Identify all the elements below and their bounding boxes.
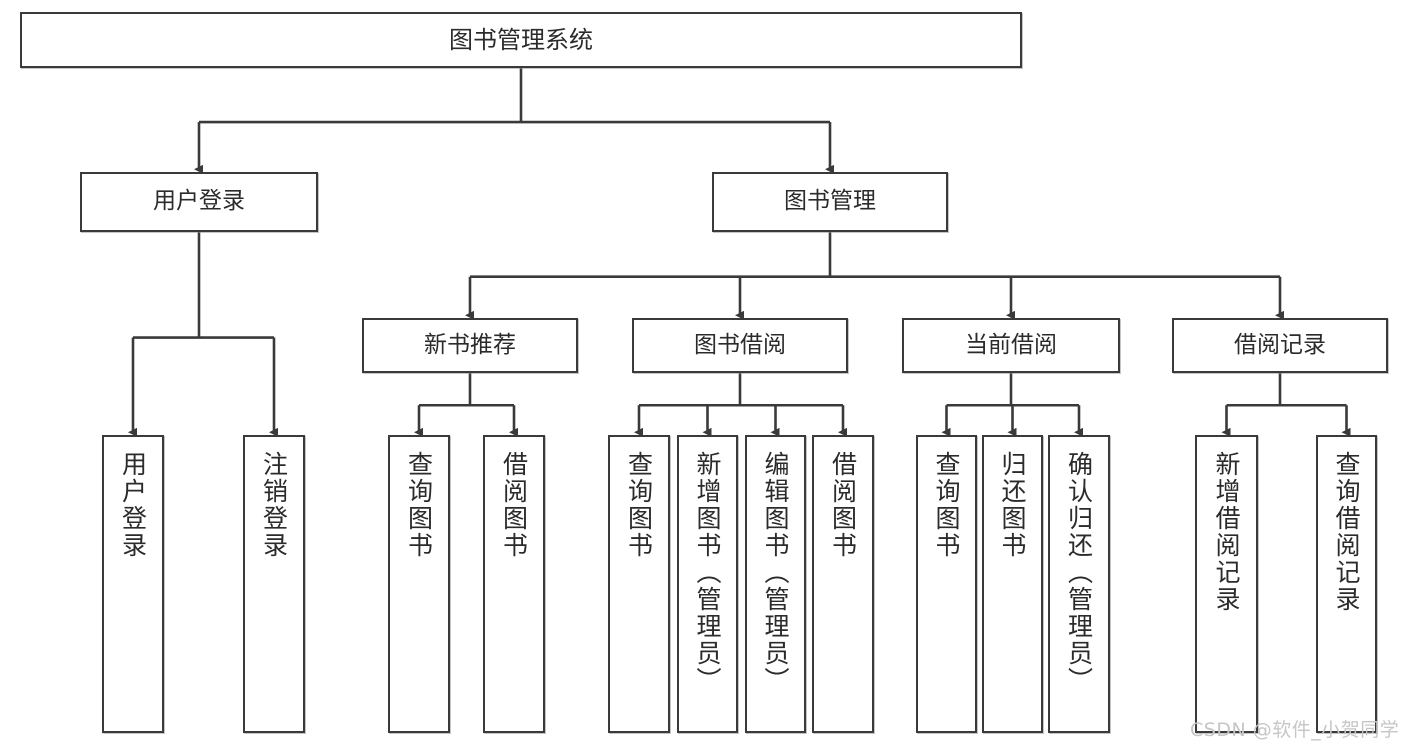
- node-label: 借阅记录: [1234, 331, 1326, 358]
- node-label: 编辑图书（管理员）: [761, 451, 790, 694]
- node-login[interactable]: 用户登录: [80, 172, 318, 232]
- node-current[interactable]: 当前借阅: [902, 318, 1120, 373]
- node-leaf-rec-2[interactable]: 查询借阅记录: [1316, 435, 1377, 733]
- node-borrow[interactable]: 图书借阅: [632, 318, 848, 373]
- node-root[interactable]: 图书管理系统: [20, 12, 1022, 68]
- node-leaf-bor-2[interactable]: 新增图书（管理员）: [677, 435, 738, 733]
- watermark: CSDN @软件_小贺同学: [1190, 719, 1400, 741]
- node-label: 借阅图书: [828, 451, 858, 559]
- node-leaf-new-2[interactable]: 借阅图书: [483, 435, 545, 733]
- node-leaf-login-2[interactable]: 注销登录: [243, 435, 305, 733]
- node-label: 查询借阅记录: [1332, 451, 1361, 613]
- node-label: 图书管理: [784, 188, 876, 215]
- node-leaf-bor-1[interactable]: 查询图书: [608, 435, 670, 733]
- node-label: 用户登录: [118, 451, 148, 559]
- node-label: 确认归还（管理员）: [1064, 451, 1094, 694]
- node-label: 查询图书: [624, 451, 654, 559]
- node-label: 当前借阅: [965, 331, 1057, 358]
- node-label: 图书借阅: [694, 331, 786, 358]
- node-leaf-cur-1[interactable]: 查询图书: [916, 435, 977, 733]
- node-leaf-cur-3[interactable]: 确认归还（管理员）: [1048, 435, 1110, 733]
- node-label: 归还图书: [998, 451, 1027, 559]
- node-label: 注销登录: [259, 451, 289, 559]
- node-label: 新书推荐: [424, 331, 516, 358]
- node-label: 查询图书: [932, 451, 961, 559]
- node-leaf-cur-2[interactable]: 归还图书: [982, 435, 1043, 733]
- node-label: 借阅图书: [499, 451, 529, 559]
- node-records[interactable]: 借阅记录: [1172, 318, 1388, 373]
- node-bookmgmt[interactable]: 图书管理: [712, 172, 948, 232]
- node-newbook[interactable]: 新书推荐: [362, 318, 578, 373]
- node-leaf-login-1[interactable]: 用户登录: [102, 435, 164, 733]
- node-leaf-bor-3[interactable]: 编辑图书（管理员）: [745, 435, 806, 733]
- node-leaf-rec-1[interactable]: 新增借阅记录: [1195, 435, 1258, 733]
- node-label: 图书管理系统: [449, 25, 593, 54]
- node-label: 用户登录: [153, 188, 245, 215]
- node-label: 新增图书（管理员）: [693, 451, 722, 694]
- node-leaf-bor-4[interactable]: 借阅图书: [812, 435, 874, 733]
- node-leaf-new-1[interactable]: 查询图书: [388, 435, 450, 733]
- node-label: 新增借阅记录: [1212, 451, 1241, 613]
- node-label: 查询图书: [404, 451, 434, 559]
